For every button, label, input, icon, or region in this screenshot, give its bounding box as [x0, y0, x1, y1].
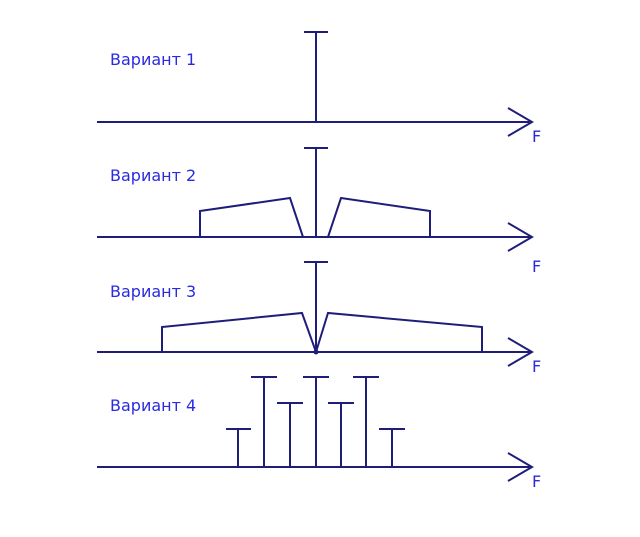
spectral-line — [303, 376, 329, 467]
spectral-line — [277, 402, 303, 467]
frequency-axis — [97, 107, 534, 137]
axis-label-f: F — [532, 472, 541, 491]
axis-label-f: F — [532, 257, 541, 276]
frequency-axis — [97, 222, 534, 252]
carrier-line — [304, 147, 328, 237]
axis-label-f: F — [532, 127, 541, 146]
spectral-line — [251, 376, 277, 467]
lower-sideband — [199, 196, 304, 238]
spectral-line — [379, 428, 405, 467]
carrier-line — [304, 261, 328, 352]
frequency-axis — [97, 452, 534, 482]
variant-2: Вариант 2 F — [97, 147, 541, 276]
variant-1-label: Вариант 1 — [110, 50, 196, 69]
variant-4: Вариант 4 F — [97, 376, 541, 491]
variant-2-label: Вариант 2 — [110, 166, 196, 185]
variant-3: Вариант 3 F — [97, 261, 541, 376]
lower-sideband — [161, 311, 317, 353]
upper-sideband — [327, 196, 431, 238]
variant-3-label: Вариант 3 — [110, 282, 196, 301]
variant-1: Вариант 1 F — [97, 31, 541, 146]
carrier-dot — [313, 349, 319, 355]
upper-sideband — [315, 311, 483, 353]
carrier-line — [304, 31, 328, 122]
spectral-line — [226, 428, 251, 467]
axis-label-f: F — [532, 357, 541, 376]
spectral-line — [328, 402, 354, 467]
variant-4-label: Вариант 4 — [110, 396, 196, 415]
spectral-line — [353, 376, 379, 467]
